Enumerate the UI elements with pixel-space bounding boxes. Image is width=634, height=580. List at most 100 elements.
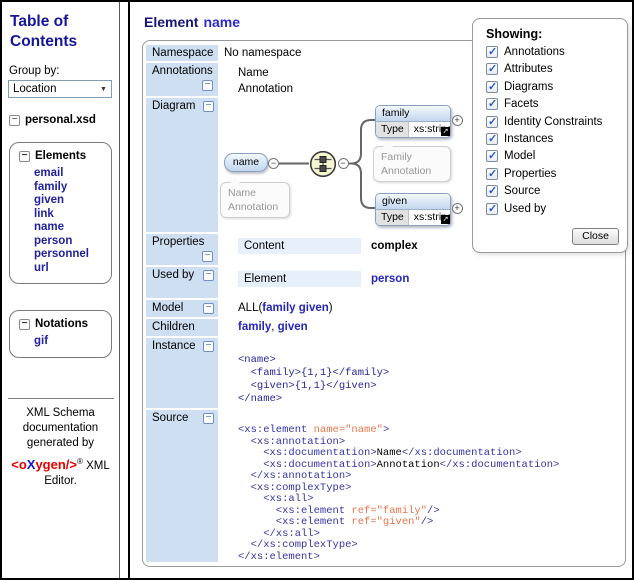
property-row: Content complex (238, 238, 622, 254)
collapse-toggle-icon[interactable]: − (202, 251, 213, 262)
collapse-toggle-icon[interactable]: − (203, 270, 214, 281)
diagram-cell: name − − family (218, 98, 622, 232)
toc-element-link[interactable]: family (34, 180, 68, 193)
checkbox-checked-icon[interactable]: ✓ (486, 46, 498, 58)
close-button[interactable]: Close (572, 228, 619, 245)
checkmark-icon: ✓ (488, 132, 498, 145)
tooltip-line: Annotation (228, 201, 279, 213)
open-diagram-icon[interactable]: ↗ (441, 215, 450, 224)
showing-option-row: ✓Properties (486, 167, 627, 180)
diagram-connector-lines (279, 119, 375, 209)
checkbox-checked-icon[interactable]: ✓ (486, 115, 498, 128)
collapse-toggle-icon[interactable]: − (19, 318, 30, 330)
source-token: </xs:all> (238, 527, 320, 540)
showing-option-label: Used by (504, 202, 547, 215)
collapse-toggle-icon[interactable]: − (19, 150, 30, 162)
page-title-element-name: name (203, 14, 241, 30)
checkmark-icon: ✓ (488, 98, 498, 111)
element-detail-table: Namespace No namespace Annotations − Nam… (142, 40, 626, 567)
source-token: </xs:element> (238, 550, 320, 563)
row-label-text: Source (152, 412, 189, 424)
collapse-toggle-icon[interactable]: − (203, 341, 214, 352)
showing-option-row: ✓Facets (486, 98, 627, 111)
toc-notation-link[interactable]: gif (34, 335, 49, 347)
expand-connector-icon[interactable]: + (451, 203, 463, 214)
used-by-key: Element (238, 271, 361, 287)
checkbox-checked-icon[interactable]: ✓ (486, 167, 498, 180)
diagram-element-name[interactable]: name (224, 153, 268, 172)
toc-element-link[interactable]: link (34, 207, 54, 220)
row-label: Used by − (146, 267, 218, 298)
type-key: Type (376, 210, 409, 225)
source-code-line: <xs:documentation>Name</xs:documentation… (238, 447, 622, 460)
toc-element-link[interactable]: personnel (34, 248, 89, 260)
oxygen-logo-part: X (26, 456, 36, 472)
table-row-diagram: Diagram − name − (146, 98, 622, 232)
notations-box-title: Notations (35, 318, 89, 330)
open-diagram-icon[interactable]: ↗ (441, 127, 450, 136)
dropdown-arrow-icon[interactable]: ▼ (100, 85, 107, 93)
checkbox-checked-icon[interactable]: ✓ (486, 150, 498, 163)
showing-option-row: ✓Source (486, 185, 627, 198)
model-link-family[interactable]: family (262, 302, 296, 314)
table-row-namespace: Namespace No namespace (146, 45, 622, 61)
namespace-value: No namespace (224, 47, 302, 59)
row-label: Properties − (146, 234, 218, 265)
collapse-connector-icon[interactable]: − (268, 158, 279, 169)
source-code-line: <xs:documentation>Annotation</xs:documen… (238, 459, 622, 472)
type-key: Type (376, 122, 409, 137)
toc-element-link[interactable]: url (34, 261, 49, 274)
row-label: Diagram − (146, 98, 218, 232)
used-by-link-person[interactable]: person (371, 273, 410, 285)
toc-element-link[interactable]: person (34, 234, 73, 247)
table-row-used-by: Used by − Element person (146, 267, 622, 298)
showing-option-row: ✓ Instances (486, 132, 627, 145)
showing-option-row: ✓Identity Constraints (486, 115, 627, 128)
source-code-line: <xs:element ref="given"/> (238, 516, 622, 529)
showing-option-row: ✓ Used by (486, 202, 627, 215)
diagram-element-family[interactable]: family Type xs:string (375, 105, 451, 138)
source-token: </xs:documentation> (401, 447, 522, 459)
group-by-select[interactable]: Location ▼ (8, 80, 112, 98)
checkbox-checked-icon[interactable]: ✓ (486, 98, 498, 111)
collapse-toggle-icon[interactable]: − (202, 80, 213, 91)
row-label-text: Instance (152, 340, 196, 352)
showing-option-row: ✓Model (486, 150, 627, 163)
source-token: > (382, 424, 390, 436)
diagram-element-given[interactable]: given Type xs:string (375, 193, 451, 226)
checkbox-checked-icon[interactable]: ✓ (486, 202, 498, 215)
notations-box-header: − Notations (19, 318, 107, 330)
toc-element-link[interactable]: given (34, 194, 65, 206)
children-separator: , (271, 321, 278, 333)
showing-panel-title: Showing: (486, 27, 543, 41)
source-code-line: </xs:annotation> (238, 470, 622, 483)
registered-mark: ® (77, 456, 83, 466)
showing-option-label: Attributes (504, 63, 553, 76)
expand-connector-icon[interactable]: + (451, 115, 463, 126)
checkbox-checked-icon[interactable]: ✓ (486, 63, 498, 76)
collapse-connector-icon[interactable]: − (337, 158, 349, 169)
row-label-text: Properties (152, 236, 205, 248)
showing-option-label: Instances (504, 132, 554, 145)
collapse-toggle-icon[interactable]: − (203, 101, 214, 112)
collapse-toggle-icon[interactable]: − (203, 303, 214, 314)
checkbox-checked-icon[interactable]: ✓ (486, 132, 498, 145)
collapse-toggle-icon[interactable]: − (9, 114, 20, 126)
elements-box-title: Elements (35, 150, 87, 162)
source-code-block: <xs:element name="name"> <xs:annotation>… (238, 424, 622, 563)
source-code-line: <xs:element name="name"> (238, 424, 622, 437)
checkbox-checked-icon[interactable]: ✓ (486, 80, 498, 93)
annotation-tooltip: Name Annotation (220, 177, 290, 218)
toc-element-link[interactable]: email (34, 167, 64, 179)
row-label-text: Children (152, 321, 195, 333)
toc-element-link[interactable]: name (34, 221, 65, 233)
children-link-family[interactable]: family (238, 321, 272, 333)
children-link-given[interactable]: given (277, 321, 308, 333)
footer-line: Editor. (44, 475, 77, 488)
model-link-given[interactable]: given (298, 302, 329, 314)
model-prefix: ALL( (238, 302, 263, 314)
checkbox-checked-icon[interactable]: ✓ (486, 185, 498, 198)
source-token: ref="given" (351, 516, 421, 528)
collapse-toggle-icon[interactable]: − (203, 413, 214, 424)
oxygen-logo-part: ygen/> (35, 456, 77, 472)
